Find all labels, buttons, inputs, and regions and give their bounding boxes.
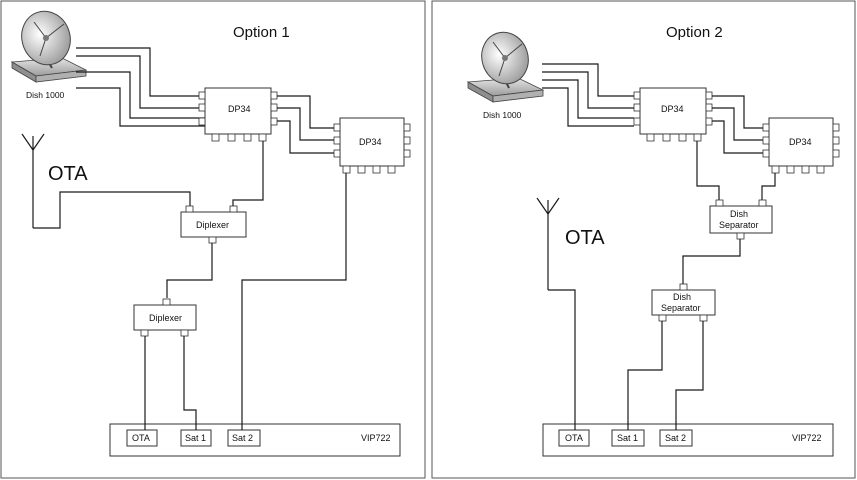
- svg-text:OTA: OTA: [565, 433, 583, 443]
- switch-b-to-separator-wire: [761, 173, 776, 200]
- switch-link-wires: [277, 95, 334, 154]
- combiner-a: Dish Separator: [709, 199, 773, 240]
- combiner-b-label-line1: Dish: [673, 292, 691, 302]
- receiver: OTA Sat 1 Sat 2 VIP722: [542, 423, 834, 457]
- panel-title: Option 1: [233, 24, 290, 41]
- switch-link-wires: [712, 95, 763, 154]
- panel-option-1: Option 1 Dish 1000: [0, 0, 426, 479]
- switch-b-label: DP34: [789, 137, 812, 147]
- switch-a-label: DP34: [661, 104, 684, 114]
- receiver-model: VIP722: [361, 433, 391, 443]
- combiner-a-label-line1: Dish: [730, 209, 748, 219]
- combiner-a-label-line2: Separator: [719, 220, 759, 230]
- dish-wires: [76, 47, 205, 127]
- dish-label: Dish 1000: [26, 90, 65, 100]
- receiver-wires: [144, 173, 347, 430]
- switch-a: DP34: [633, 87, 713, 142]
- receiver-model: VIP722: [792, 433, 822, 443]
- dish-icon: [466, 31, 545, 103]
- switch-a-label: DP34: [228, 104, 251, 114]
- svg-text:Sat 1: Sat 1: [617, 433, 638, 443]
- svg-text:Sat 2: Sat 2: [232, 433, 253, 443]
- switch-b: DP34: [762, 117, 840, 174]
- separator-link-wire: [682, 239, 741, 284]
- receiver-port-ota: [126, 429, 158, 447]
- switch-b: DP34: [333, 117, 411, 174]
- receiver-port-sat2: [227, 429, 261, 447]
- svg-text:Sat 2: Sat 2: [665, 433, 686, 443]
- dish-wires: [542, 63, 634, 127]
- panel-title: Option 2: [666, 24, 723, 41]
- combiner-a: Diplexer: [180, 205, 247, 244]
- combiner-b: Diplexer: [133, 298, 197, 337]
- panel-option-2: Option 2 Dish 1000: [431, 0, 856, 479]
- switch-a-to-separator-wire: [696, 141, 720, 200]
- ota-label: OTA: [565, 227, 605, 249]
- switch-b-label: DP34: [359, 137, 382, 147]
- combiner-b: Dish Separator: [651, 283, 716, 322]
- ota-label: OTA: [48, 163, 88, 185]
- combiner-b-label-line2: Separator: [661, 303, 701, 313]
- dish-label: Dish 1000: [483, 110, 522, 120]
- antenna-icon: [536, 197, 560, 290]
- combiner-a-label: Diplexer: [196, 220, 229, 230]
- antenna-wire: [33, 191, 191, 229]
- combiner-link-wire: [166, 243, 213, 298]
- svg-text:OTA: OTA: [132, 433, 150, 443]
- receiver-wires: [548, 289, 704, 430]
- combiner-b-label: Diplexer: [149, 313, 182, 323]
- receiver-port-ota: [558, 429, 590, 447]
- antenna-icon: [21, 133, 45, 228]
- receiver: OTA Sat 1 Sat 2 VIP722: [109, 423, 401, 457]
- switch-a: DP34: [198, 87, 278, 142]
- svg-text:Sat 1: Sat 1: [185, 433, 206, 443]
- switch-a-to-combiner-wire: [232, 141, 264, 206]
- dish-icon: [10, 10, 88, 83]
